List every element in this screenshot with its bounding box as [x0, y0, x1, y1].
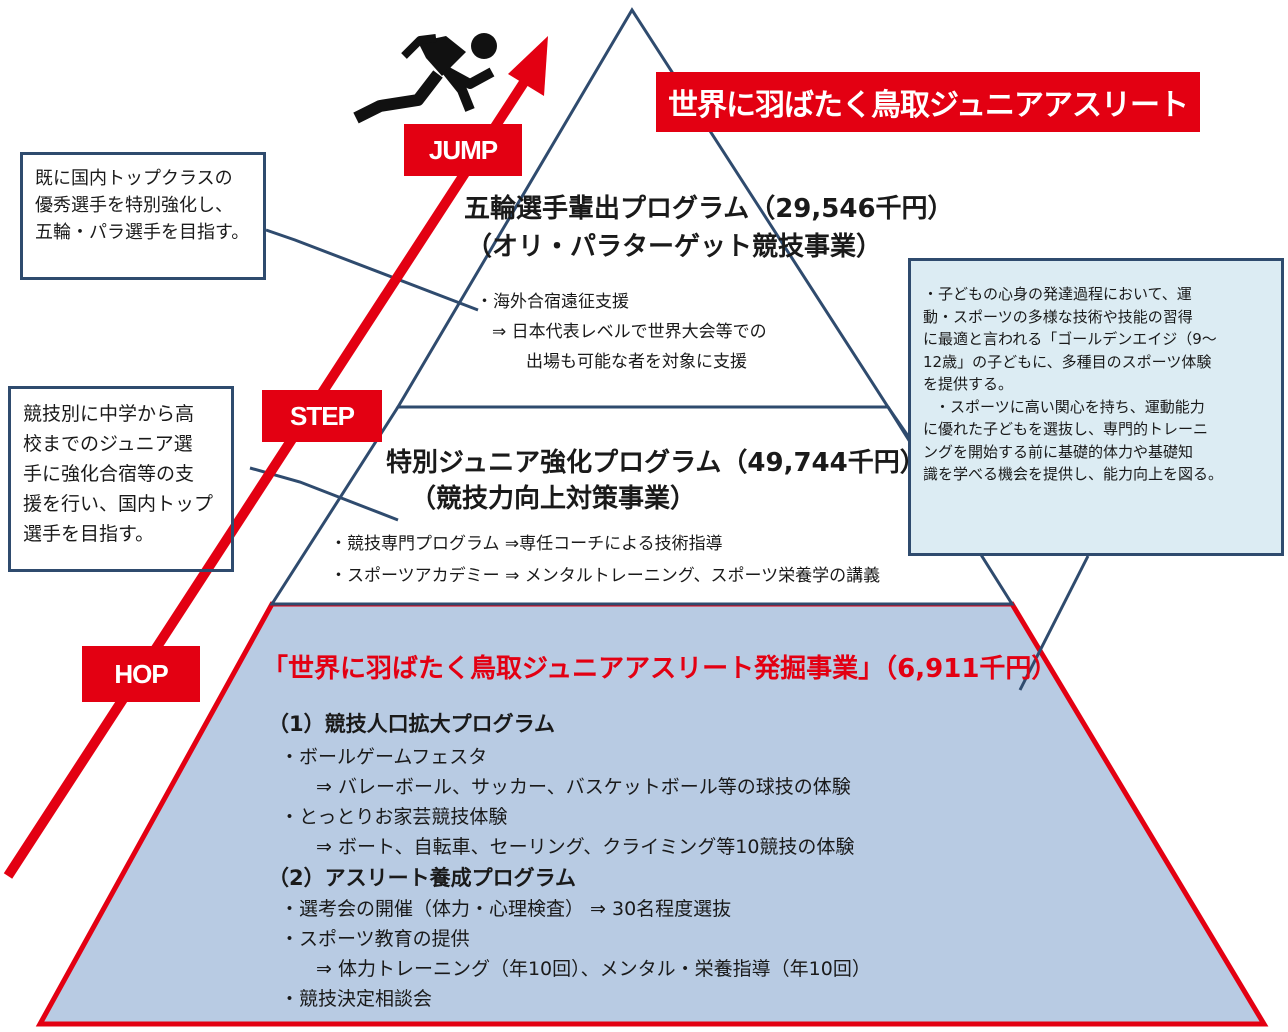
- base-item: ・競技決定相談会: [280, 988, 433, 1010]
- base-subheading: （1）競技人口拡大プログラム: [268, 712, 555, 736]
- leader-line-right-top: [886, 406, 910, 437]
- pyramid-top: [395, 7, 891, 409]
- callout-line: 12歳」の子どもに、多種目のスポーツ体験: [923, 352, 1212, 371]
- rising-arrow-head: [508, 36, 548, 96]
- callout-line: 動・スポーツの多様な技術や技能の習得: [923, 307, 1193, 326]
- callout-line: に最適と言われる「ゴールデンエイジ（9～: [923, 330, 1217, 348]
- callout-line: ・スポーツに高い関心を持ち、運動能力: [935, 397, 1205, 416]
- middle-level-title-line2: （競技力向上対策事業）: [410, 484, 697, 514]
- callout-line: 識を学べる機会を提供し、能力向上を図る。: [923, 465, 1224, 483]
- top-level-title-line1: 五輪選手輩出プログラム（29,546千円）: [464, 194, 954, 224]
- callout-line: 五輪・パラ選手を目指す。: [35, 222, 250, 243]
- base-item: ⇒ 体力トレーニング（年10回）、メンタル・栄養指導（年10回）: [316, 958, 871, 980]
- callout-right: ・子どもの心身の発達過程において、運 動・スポーツの多様な技術や技能の習得 に最…: [908, 258, 1284, 556]
- top-level-title-line2: （オリ・パラターゲット競技事業）: [466, 232, 883, 262]
- callout-line: 援を行い、国内トップ: [23, 493, 214, 515]
- leader-line-right-bottom: [1018, 555, 1090, 691]
- callout-line: に優れた子どもを選抜し、専門的トレーニ: [923, 420, 1209, 438]
- middle-level-item: ・スポーツアカデミー ⇒ メンタルトレーニング、スポーツ栄養学の講義: [330, 566, 881, 586]
- top-level-item: 出場も可能な者を対象に支援: [526, 352, 747, 372]
- callout-line: 手に強化合宿等の支: [23, 463, 195, 485]
- base-subheading: （2）アスリート養成プログラム: [268, 866, 576, 890]
- hop-label: HOP: [82, 646, 200, 702]
- callout-line: ・子どもの心身の発達過程において、運: [923, 285, 1192, 303]
- callout-line: ングを開始する前に基礎的体力や基礎知: [923, 442, 1194, 461]
- runner-icon: [353, 33, 497, 124]
- base-item: ・選考会の開催（体力・心理検査） ⇒ 30名程度選抜: [280, 898, 732, 920]
- base-item: ・ボールゲームフェスタ: [280, 746, 488, 768]
- base-level-title: 「世界に羽ばたく鳥取ジュニアアスリート発掘事業」（6,911千円）: [262, 654, 1058, 684]
- callout-line: 選手を目指す。: [23, 523, 155, 545]
- jump-label: JUMP: [404, 124, 522, 176]
- base-item: ⇒ ボート、自転車、セーリング、クライミング等10競技の体験: [316, 836, 855, 858]
- callout-line: 校までのジュニア選: [23, 433, 193, 455]
- base-item: ・スポーツ教育の提供: [280, 928, 470, 950]
- step-label: STEP: [262, 390, 382, 442]
- leader-line-top-left: [265, 228, 479, 312]
- middle-level-title-line1: 特別ジュニア強化プログラム（49,744千円）: [386, 448, 926, 478]
- middle-level-item: ・競技専門プログラム ⇒専任コーチによる技術指導: [330, 534, 723, 554]
- callout-line: を提供する。: [923, 375, 1014, 393]
- callout-line: 既に国内トップクラスの: [35, 168, 233, 189]
- callout-mid-left: 競技別に中学から高 校までのジュニア選 手に強化合宿等の支 援を行い、国内トップ…: [8, 386, 234, 572]
- rising-arrow-shaft: [3, 67, 537, 879]
- main-title-banner: 世界に羽ばたく鳥取ジュニアアスリート: [656, 72, 1200, 132]
- base-item: ⇒ バレーボール、サッカー、バスケットボール等の球技の体験: [316, 776, 851, 798]
- callout-top-left: 既に国内トップクラスの 優秀選手を特別強化し、 五輪・パラ選手を目指す。: [20, 152, 266, 280]
- top-level-item: ・海外合宿遠征支援: [476, 292, 629, 312]
- base-item: ・とっとりお家芸競技体験: [280, 806, 508, 828]
- callout-line: 優秀選手を特別強化し、: [35, 195, 233, 216]
- callout-line: 競技別に中学から高: [23, 403, 195, 425]
- top-level-item: ⇒ 日本代表レベルで世界大会等での: [492, 322, 767, 342]
